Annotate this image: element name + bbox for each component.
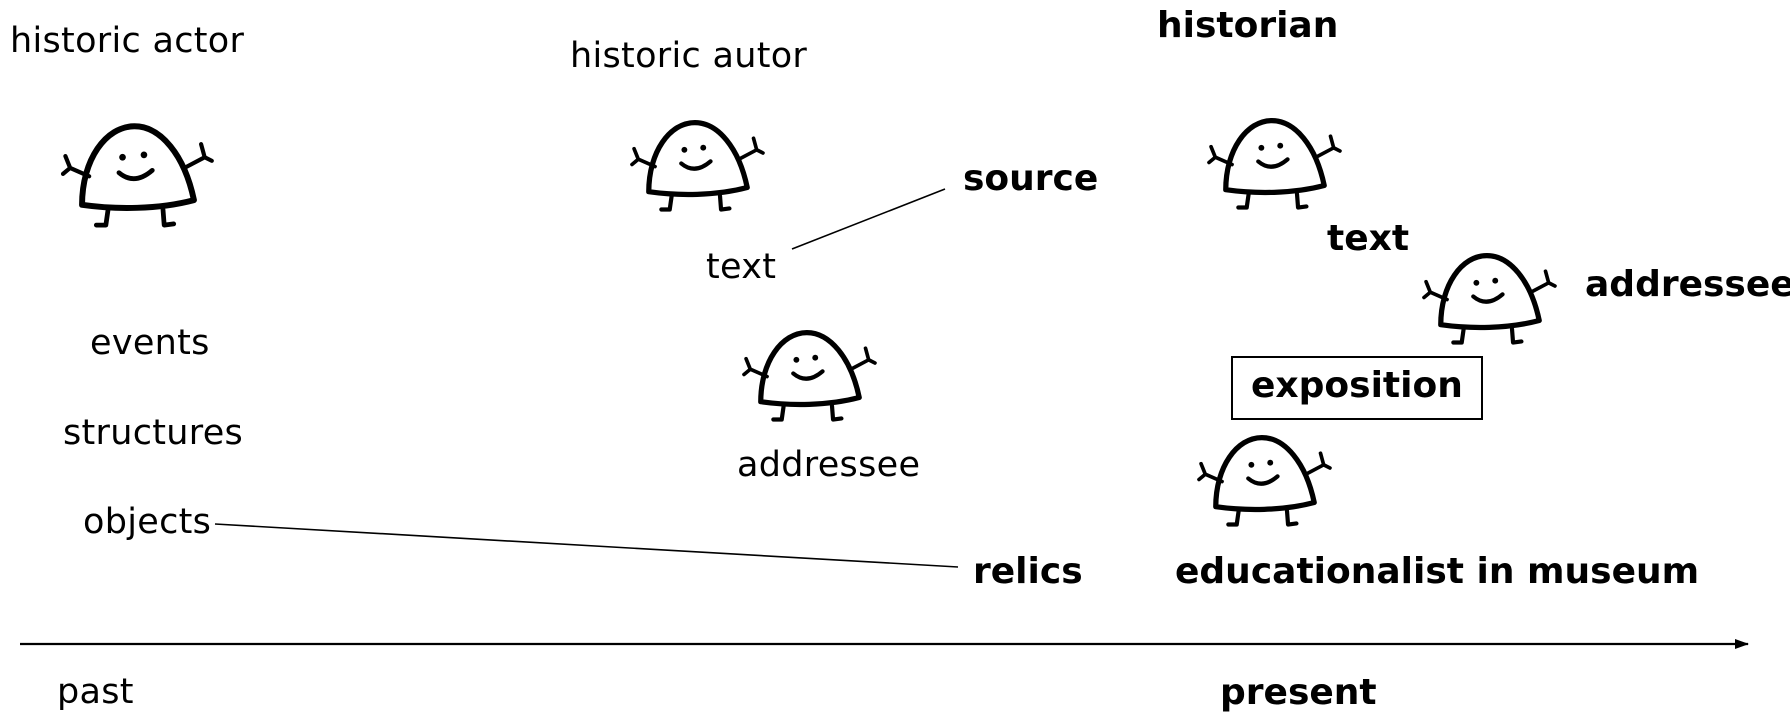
- smiling-figure-icon: [630, 119, 765, 212]
- smiling-figure-icon: [1197, 434, 1332, 527]
- label-educationalist: educationalist in museum: [1175, 551, 1700, 592]
- label-historic-autor: historic autor: [570, 36, 808, 76]
- label-text-past: text: [706, 247, 777, 287]
- label-past: past: [57, 672, 134, 712]
- label-text-present: text: [1327, 218, 1410, 259]
- exposition-box: exposition: [1231, 356, 1483, 420]
- label-addressee-present: addressee: [1585, 264, 1790, 305]
- figure-historic-autor: [630, 119, 765, 212]
- figure-addressee-past: [742, 329, 877, 422]
- label-objects: objects: [83, 502, 212, 542]
- label-historian: historian: [1157, 5, 1339, 46]
- label-source: source: [963, 158, 1099, 199]
- label-events: events: [90, 323, 210, 363]
- label-relics: relics: [973, 551, 1083, 592]
- label-present: present: [1220, 672, 1377, 713]
- label-addressee-past: addressee: [737, 445, 921, 485]
- label-historic-actor: historic actor: [10, 21, 245, 61]
- smiling-figure-icon: [742, 329, 877, 422]
- figure-educationalist: [1197, 434, 1332, 527]
- objects-relics-connector: [214, 523, 959, 568]
- figure-historic-actor: [60, 123, 214, 228]
- label-structures: structures: [63, 413, 244, 453]
- smiling-figure-icon: [60, 123, 214, 228]
- smiling-figure-icon: [1207, 117, 1342, 210]
- figure-addressee-present: [1422, 252, 1557, 345]
- figure-historian: [1207, 117, 1342, 210]
- smiling-figure-icon: [1422, 252, 1557, 345]
- text-source-connector: [791, 188, 946, 250]
